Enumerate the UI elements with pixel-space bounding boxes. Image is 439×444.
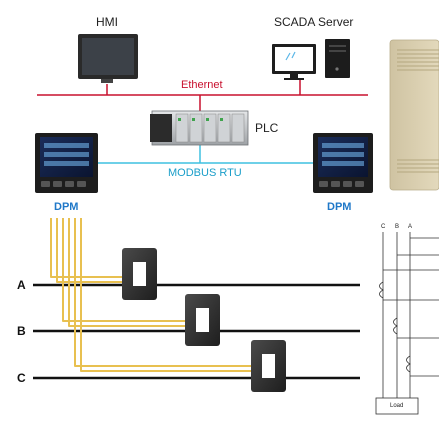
wiring-a-label: A [408, 224, 413, 230]
phase-b-label: B [17, 324, 26, 338]
phase-a-label: A [17, 278, 26, 292]
wiring-b-label: B [395, 224, 400, 230]
modbus-rtu-label: MODBUS RTU [168, 167, 242, 179]
signal-wire-6 [80, 218, 251, 372]
current-transformer-a-icon [122, 248, 157, 300]
signal-wire-5 [74, 218, 251, 367]
dpm-meter-left-icon [35, 133, 98, 193]
signal-wire-4 [68, 218, 185, 327]
phase-c-label: C [17, 371, 26, 385]
load-label: Load [390, 403, 404, 409]
wiring-schematic [375, 232, 439, 415]
cabinet-panel-icon [389, 39, 439, 191]
dpm-left-label: DPM [54, 201, 79, 213]
wiring-c-label: C [381, 224, 386, 230]
hmi-monitor-icon [78, 34, 138, 83]
signal-wire-1 [50, 218, 122, 278]
plc-label: PLC [255, 121, 279, 135]
plc-device-icon [150, 110, 249, 146]
dpm-right-label: DPM [327, 201, 352, 213]
signal-wire-3 [62, 218, 185, 322]
current-transformer-c-icon [251, 340, 286, 392]
scada-server-label: SCADA Server [274, 15, 354, 29]
current-transformer-b-icon [185, 294, 220, 346]
dpm-meter-right-icon [313, 133, 373, 193]
hmi-label: HMI [96, 15, 118, 29]
scada-server-icon [272, 39, 350, 80]
ethernet-label: Ethernet [181, 79, 223, 91]
signal-wire-2 [56, 218, 122, 283]
